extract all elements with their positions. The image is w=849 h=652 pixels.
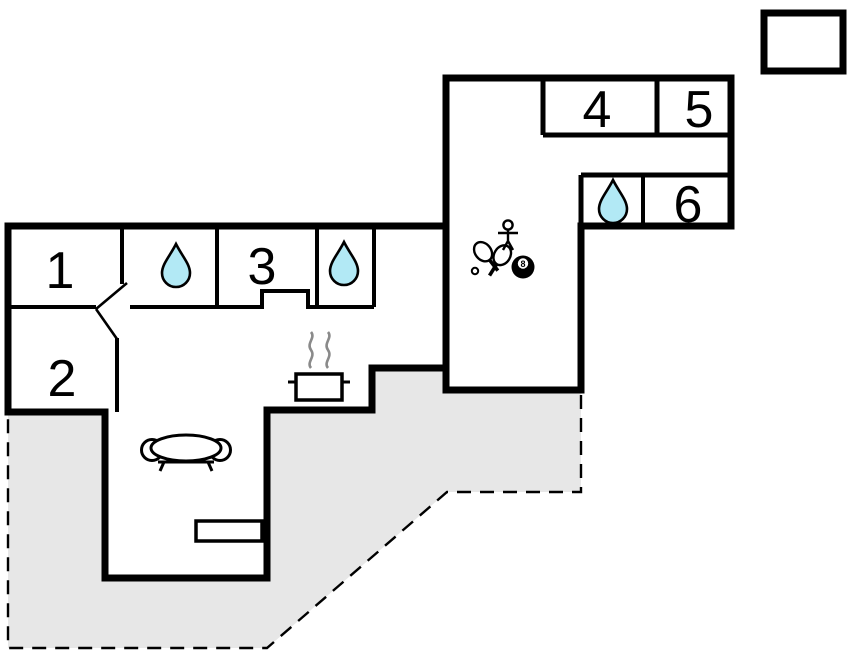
sofa-body — [149, 433, 223, 463]
paddle-handle — [487, 258, 500, 272]
sofa-icon — [140, 433, 232, 472]
ball-circle — [517, 258, 529, 269]
steam-icon — [308, 331, 331, 369]
door-swing-room1 — [95, 282, 128, 310]
interior-walls-annex — [540, 78, 731, 229]
interior-walls-main — [8, 226, 376, 412]
billiard-ball-icon: 8 — [511, 255, 535, 279]
room-2-label: 2 — [48, 350, 77, 408]
table-tennis-icon — [470, 240, 513, 277]
paddle-blade — [472, 240, 494, 263]
water-drop-shape — [328, 239, 360, 287]
paddle-blade — [492, 244, 513, 267]
sideboard-icon — [194, 519, 264, 543]
player-head — [502, 219, 514, 231]
water-drop-shape — [597, 177, 629, 225]
ball-number: 8 — [520, 259, 525, 269]
water-drop-shape — [160, 241, 192, 289]
room-4-label: 4 — [583, 81, 612, 139]
outbuilding-outline — [760, 9, 847, 75]
door-swing-room2 — [94, 308, 119, 340]
player-body — [498, 230, 518, 251]
paddle-right — [487, 244, 513, 277]
cooking-pot-icon — [288, 331, 350, 402]
room-6-label: 6 — [674, 176, 703, 234]
foosball-player-icon — [498, 219, 518, 251]
water-drop-icon — [328, 239, 360, 287]
water-drop-icon — [597, 177, 629, 225]
sofa-base — [158, 460, 214, 472]
pingpong-ball — [470, 266, 480, 276]
pot-body — [294, 372, 344, 402]
paddle-handle — [487, 262, 499, 277]
room-1-label: 1 — [46, 242, 75, 300]
room-3-label: 3 — [248, 238, 277, 296]
water-drop-icon — [160, 241, 192, 289]
paddle-left — [472, 240, 500, 272]
wall-band-bottom — [130, 289, 374, 309]
room-5-label: 5 — [685, 81, 714, 139]
